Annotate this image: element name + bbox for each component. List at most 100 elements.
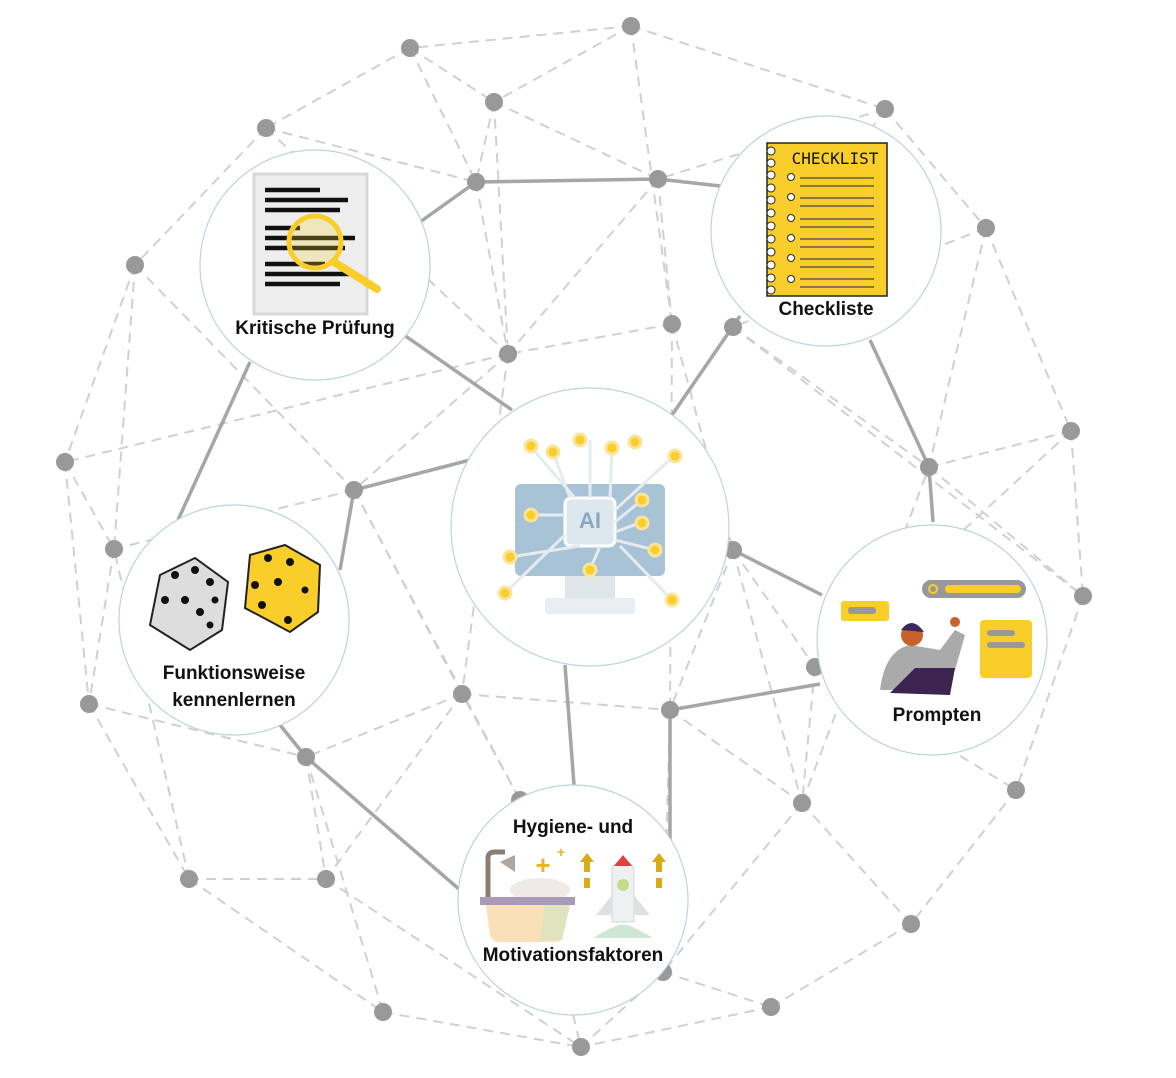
dashed-edge xyxy=(305,756,327,880)
dashed-edge xyxy=(409,25,632,49)
network-dot xyxy=(977,219,995,237)
dashed-edge xyxy=(669,549,734,711)
network-dot xyxy=(105,540,123,558)
dashed-edge xyxy=(113,548,190,880)
solid-edge xyxy=(868,339,931,468)
dashed-edge xyxy=(1070,430,1084,597)
network-dot xyxy=(762,998,780,1016)
dashed-edge xyxy=(493,25,632,103)
dashed-edge xyxy=(88,703,307,758)
dashed-edge xyxy=(662,971,772,1008)
solid-edge xyxy=(418,180,478,224)
dashed-edge xyxy=(188,878,384,1013)
solid-edge xyxy=(353,458,471,492)
solid-edge xyxy=(176,361,252,521)
network-dot xyxy=(622,17,640,35)
network-dot xyxy=(345,481,363,499)
dashed-edge xyxy=(507,178,659,355)
solid-edge xyxy=(304,755,462,892)
dashed-edge xyxy=(265,127,477,183)
network-dot xyxy=(663,315,681,333)
dashed-edge xyxy=(305,756,384,1013)
dashed-edge xyxy=(461,693,671,711)
label-prompting: Prompten xyxy=(892,705,982,726)
network-dot xyxy=(1062,422,1080,440)
network-dot xyxy=(126,256,144,274)
network-dot xyxy=(724,318,742,336)
prompting-person-icon xyxy=(841,580,1032,695)
dashed-edge xyxy=(325,693,463,880)
network-dot xyxy=(257,119,275,137)
network-dot xyxy=(920,458,938,476)
network-dot xyxy=(499,345,517,363)
solid-edge xyxy=(732,548,823,597)
network-dot xyxy=(180,870,198,888)
ai-icon-text: AI xyxy=(579,508,601,533)
dashed-edge xyxy=(884,108,987,229)
dashed-edge xyxy=(732,549,803,804)
network-dot xyxy=(56,453,74,471)
network-dot xyxy=(1007,781,1025,799)
dashed-edge xyxy=(305,693,463,758)
label-hygiene-top: Hygiene- und xyxy=(512,817,634,838)
checklist-icon-text: CHECKLIST xyxy=(791,149,879,168)
dashed-edge xyxy=(732,326,1084,597)
dashed-edge xyxy=(64,353,509,463)
dashed-edge xyxy=(113,264,136,550)
label-line-2: kennenlernen xyxy=(172,690,296,711)
dashed-edge xyxy=(353,353,509,491)
network-dot xyxy=(572,1038,590,1056)
network-dot xyxy=(485,93,503,111)
network-dot xyxy=(401,39,419,57)
dashed-edge xyxy=(928,430,1072,468)
network-dot xyxy=(724,541,742,559)
network-dot xyxy=(793,794,811,812)
solid-edge xyxy=(403,333,513,412)
dashed-edge xyxy=(64,264,136,463)
network-dot xyxy=(902,915,920,933)
network-dot xyxy=(467,173,485,191)
dashed-edge xyxy=(630,25,886,110)
dashed-edge xyxy=(985,227,1072,432)
document-search-icon xyxy=(252,172,381,316)
dashed-edge xyxy=(88,548,115,705)
dashed-edge xyxy=(64,461,90,705)
dashed-edge xyxy=(732,549,816,668)
svg-text:+: + xyxy=(557,844,565,860)
solid-edge xyxy=(475,177,659,184)
dashed-edge xyxy=(493,101,509,355)
dashed-edge xyxy=(669,709,803,804)
dashed-edge xyxy=(928,227,987,468)
label-hygiene-bottom: Motivationsfaktoren xyxy=(482,945,664,966)
dashed-edge xyxy=(493,101,659,180)
network-dot xyxy=(453,685,471,703)
solid-edge xyxy=(563,664,576,786)
dice-icon xyxy=(148,543,322,652)
dashed-edge xyxy=(580,1006,772,1048)
dashed-edge xyxy=(1015,595,1084,791)
ai-monitor-icon xyxy=(497,432,683,614)
dashed-edge xyxy=(507,323,673,355)
network-dot xyxy=(80,695,98,713)
dashed-edge xyxy=(475,101,495,183)
dashed-edge xyxy=(134,127,267,266)
dashed-edge xyxy=(265,47,411,129)
svg-text:+: + xyxy=(535,850,550,880)
label-critical-review: Kritische Prüfung xyxy=(235,318,395,339)
dashed-edge xyxy=(910,789,1017,925)
bath-rocket-icon: + + xyxy=(480,844,666,942)
dashed-edge xyxy=(801,666,816,804)
solid-edge xyxy=(927,466,935,523)
solid-edge xyxy=(338,489,356,571)
dashed-edge xyxy=(662,802,803,973)
network-dot xyxy=(876,100,894,118)
label-checklist: Checkliste xyxy=(778,299,874,320)
dashed-edge xyxy=(732,326,930,468)
solid-edge xyxy=(669,682,821,712)
label-line-1: Funktionsweise xyxy=(162,663,306,684)
dashed-edge xyxy=(353,489,521,801)
dashed-edge xyxy=(409,47,477,183)
solid-edge xyxy=(657,177,721,188)
